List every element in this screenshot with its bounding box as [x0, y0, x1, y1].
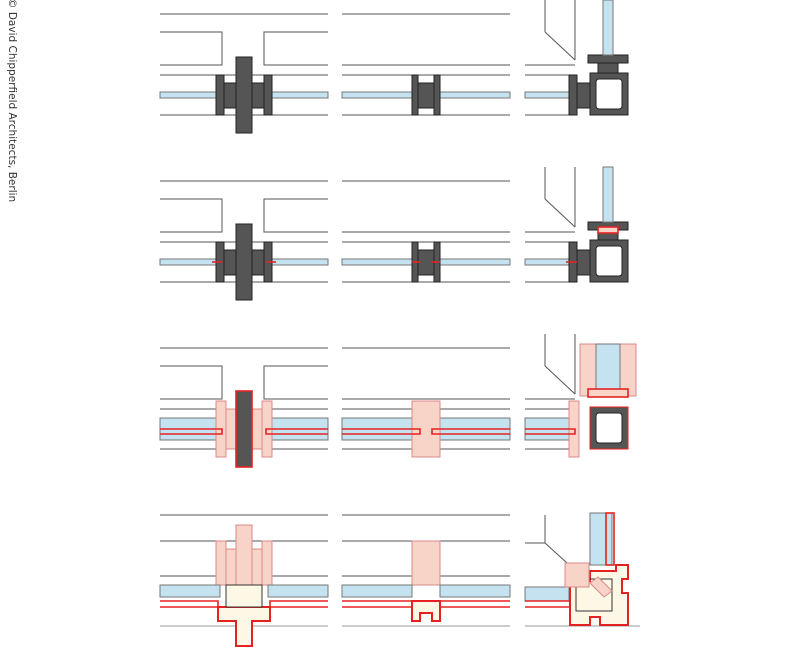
row-4-detail	[159, 512, 640, 647]
row-1-original-detail	[159, 0, 629, 134]
row-3-detail	[159, 333, 637, 468]
row-2-detail	[159, 166, 629, 301]
